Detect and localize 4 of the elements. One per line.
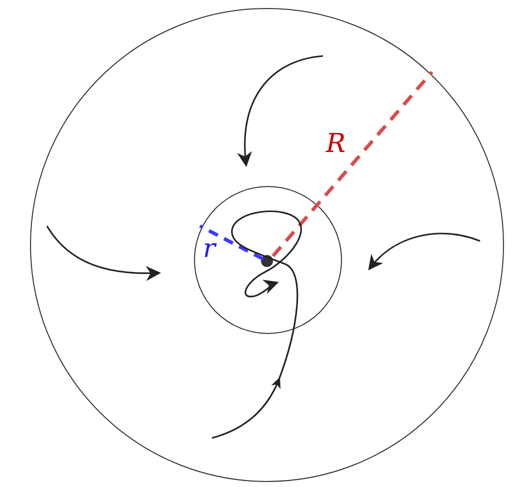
inner-circle — [194, 186, 342, 334]
radius-label: r — [203, 236, 216, 262]
radius-label: R — [326, 131, 346, 157]
outer-circle — [30, 8, 504, 482]
